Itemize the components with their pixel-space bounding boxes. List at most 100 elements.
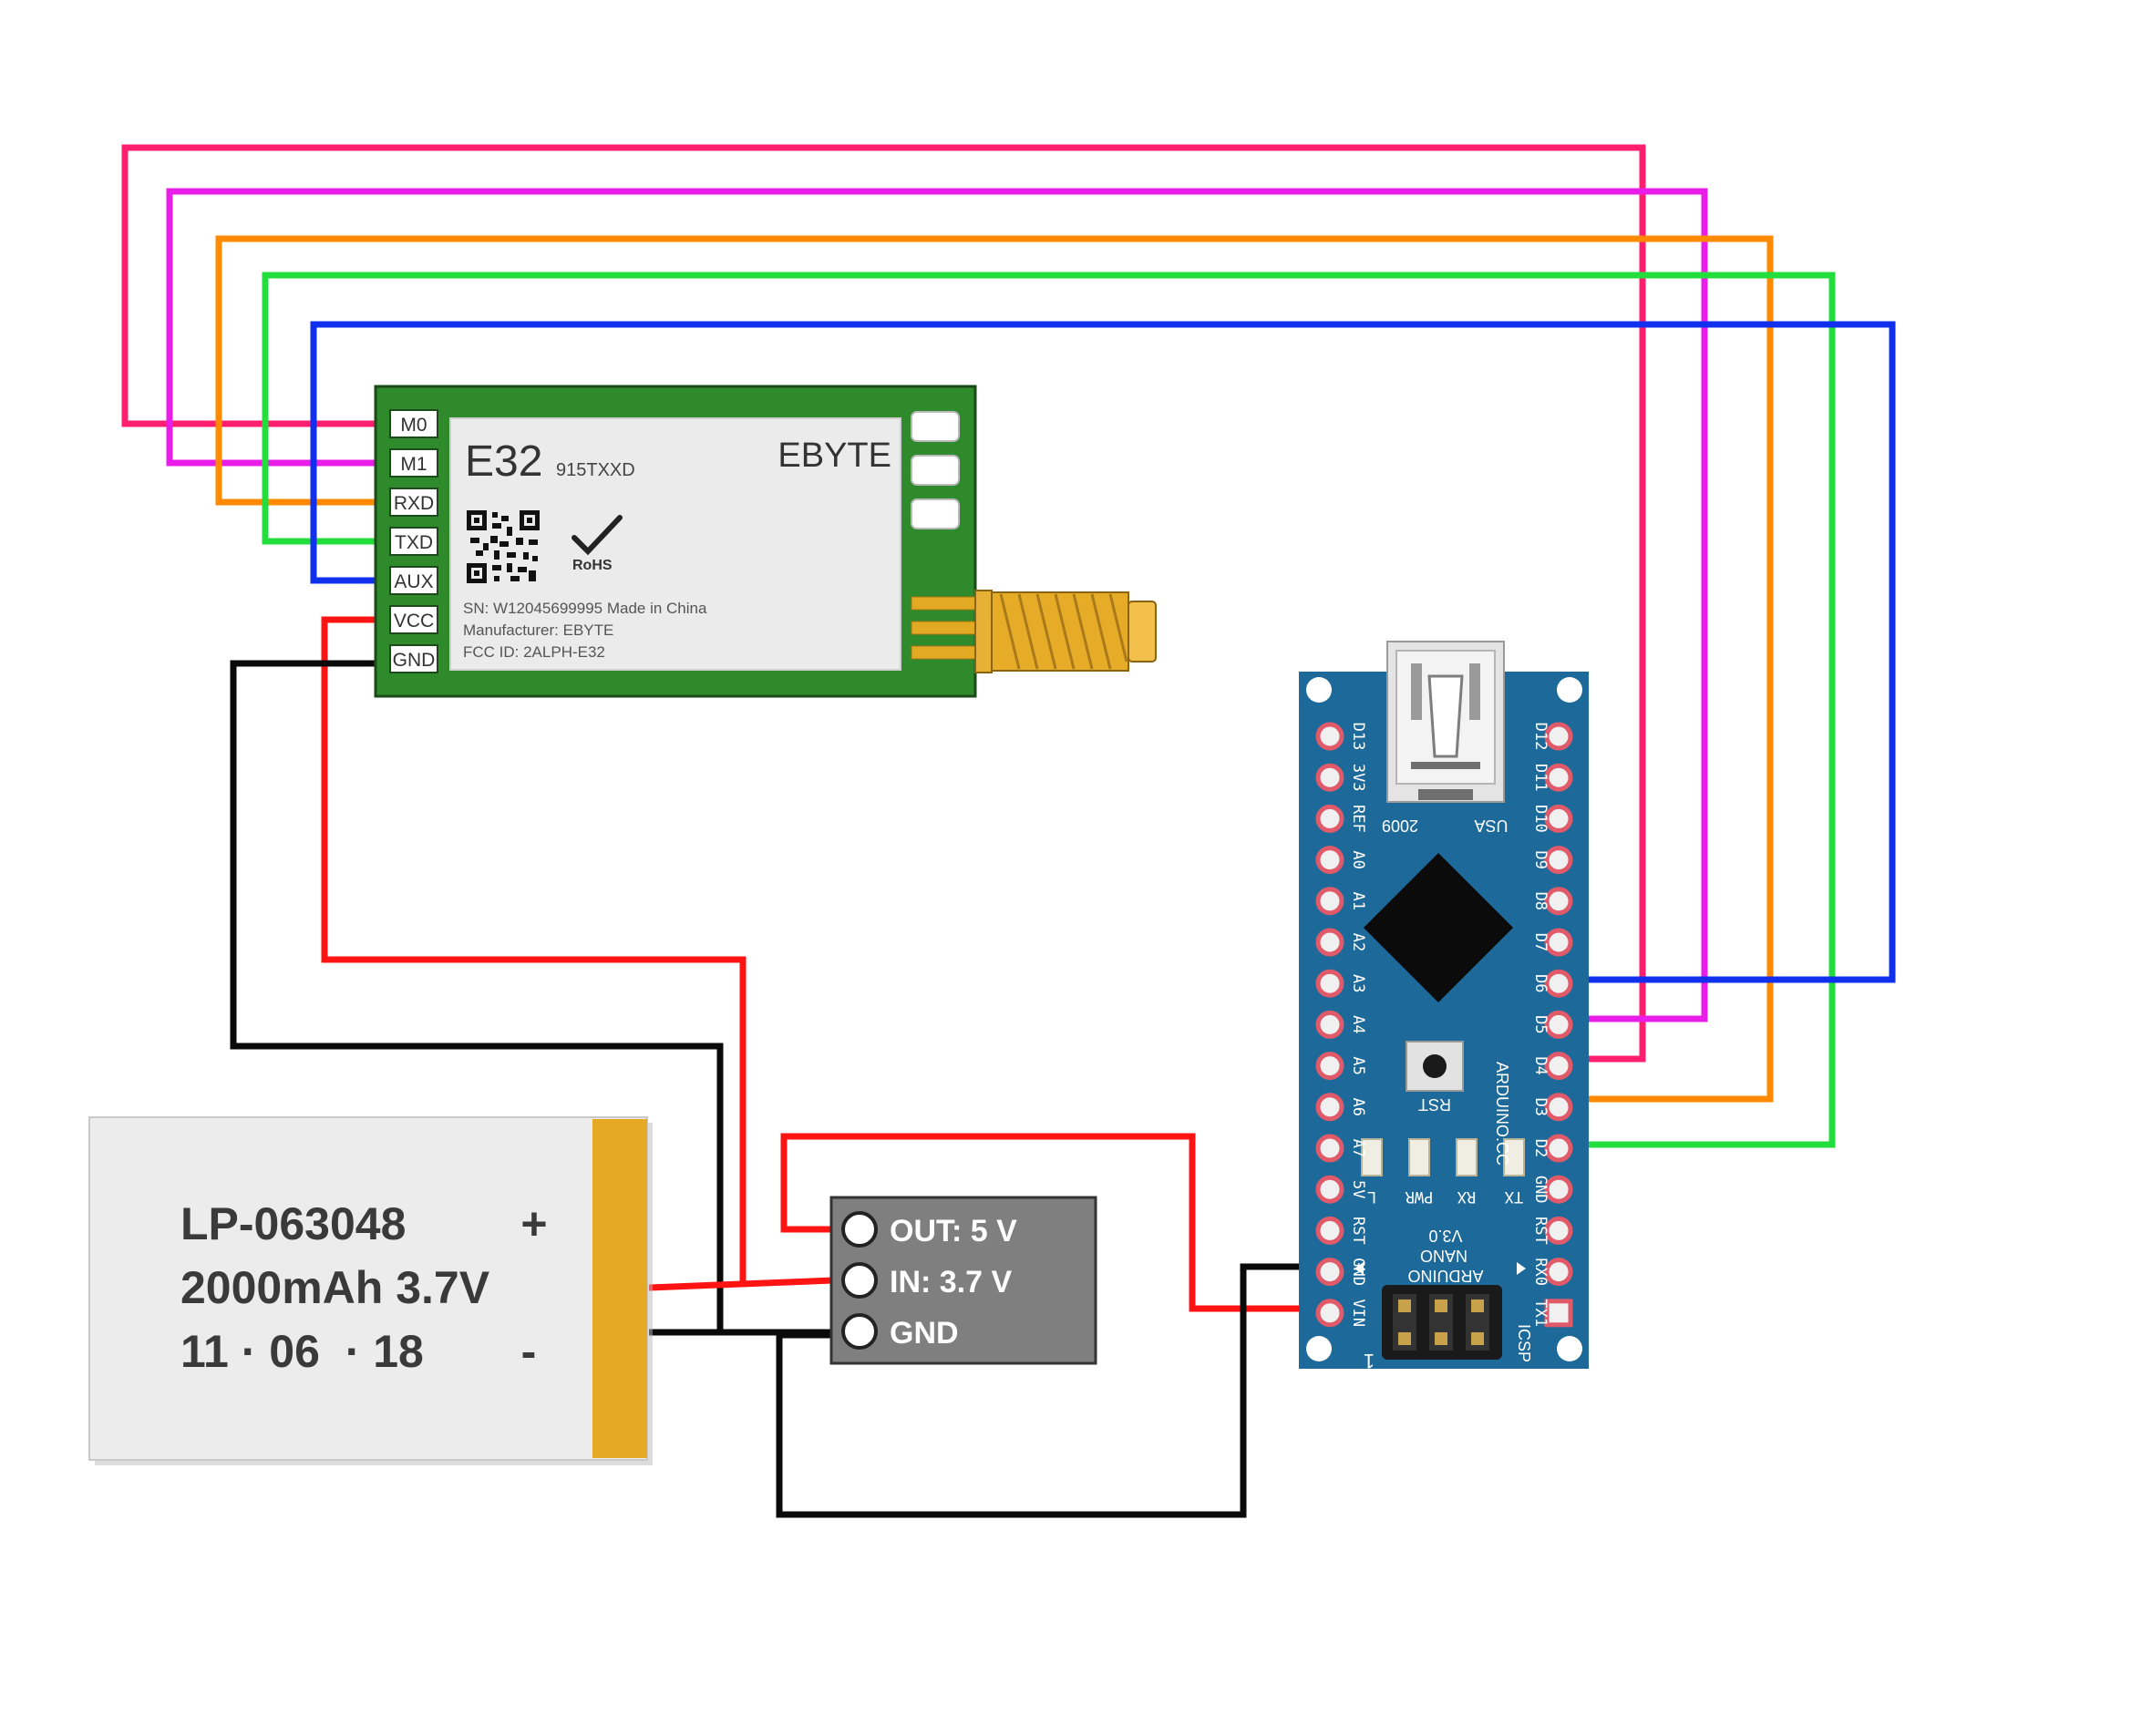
- silk-pin-label: D8: [1531, 892, 1550, 910]
- battery-minus-label: -: [521, 1326, 537, 1377]
- header-pin: [1544, 722, 1573, 751]
- wire-vcc-to-battery-plus: [321, 616, 747, 1285]
- header-pin: [1544, 1299, 1573, 1328]
- lora-pin-label: VCC: [394, 611, 434, 632]
- microcontroller-chip-icon: [1363, 852, 1514, 1003]
- qr-code-icon: [467, 510, 540, 583]
- nano-header-pins: D133V3REFA0A1A2A3A4A5A6A75VRSTGNDVIND12D…: [1315, 722, 1573, 1328]
- silk-pin-label: A2: [1349, 933, 1367, 951]
- silk-pin-label: A6: [1349, 1098, 1367, 1116]
- antenna-connector-icon: [974, 590, 1157, 673]
- silk-pin-label: RST: [1531, 1217, 1550, 1245]
- battery-spec: 2000mAh 3.7V: [180, 1262, 490, 1313]
- lora-pad: [911, 498, 960, 529]
- silk-pin-label: VIN: [1349, 1299, 1367, 1327]
- usb-connector-icon: [1386, 641, 1505, 803]
- silk-pin-label: D10: [1531, 805, 1550, 833]
- silk-pin-label: RX0: [1531, 1258, 1550, 1286]
- lora-pin-label: GND: [393, 650, 436, 671]
- lora-pin-box: [389, 566, 438, 595]
- silk-icsp: ICSP: [1515, 1324, 1533, 1362]
- header-pin: [1315, 1258, 1344, 1287]
- silk-board-line3: V3.0: [1428, 1227, 1462, 1245]
- silk-usa: USA: [1474, 817, 1508, 835]
- lora-pad: [911, 411, 960, 442]
- lora-pin-label: TXD: [395, 532, 433, 553]
- arrow-marker-icon: [1354, 1262, 1364, 1275]
- regulator-out-label: OUT: 5 V: [890, 1214, 1017, 1248]
- lora-manufacturer: Manufacturer: EBYTE: [463, 621, 613, 639]
- header-pin: [1544, 1134, 1573, 1163]
- silk-pin-label: A4: [1349, 1015, 1367, 1033]
- sma-pin: [911, 645, 978, 660]
- lora-pin-box: [389, 605, 438, 634]
- mounting-hole: [1306, 677, 1332, 703]
- wire-reg-gnd-to-nano-gnd: [776, 1263, 1299, 1518]
- header-pin: [1315, 969, 1344, 998]
- lora-pin-label: RXD: [394, 493, 434, 514]
- silk-pin-label: D3: [1531, 1098, 1550, 1116]
- header-pin: [1315, 846, 1344, 875]
- header-pin: [1315, 887, 1344, 916]
- battery-plus-label: +: [520, 1198, 547, 1249]
- wire-reg-out-to-vin: [780, 1133, 1299, 1312]
- status-led: [1361, 1138, 1383, 1176]
- header-pin: [1315, 928, 1344, 957]
- mounting-hole: [1557, 677, 1582, 703]
- silk-pin-label: D2: [1531, 1139, 1550, 1157]
- header-pin: [1315, 722, 1344, 751]
- mounting-hole: [1557, 1336, 1582, 1361]
- battery-date: 11 · 06 · 18: [180, 1326, 424, 1377]
- silk-pin-label: D9: [1531, 850, 1550, 868]
- lora-pin-label: AUX: [394, 571, 433, 592]
- header-pin: [1544, 1052, 1573, 1081]
- silk-pin-label: GND: [1531, 1176, 1550, 1204]
- silk-pin-label: D4: [1531, 1056, 1550, 1074]
- lora-brand: EBYTE: [778, 437, 891, 475]
- silk-pin-label: D11: [1531, 764, 1550, 792]
- silk-2009: 2009: [1382, 817, 1418, 835]
- sma-pin: [911, 621, 978, 635]
- boost-regulator: OUT: 5 V IN: 3.7 V GND: [829, 1196, 1097, 1365]
- silk-led-label: RX: [1457, 1187, 1476, 1206]
- lora-pin-box: [389, 448, 438, 478]
- silk-pin-label: 3V3: [1349, 764, 1367, 792]
- lora-variant: 915TXXD: [556, 460, 635, 480]
- checkmark-icon: [572, 515, 623, 556]
- silk-pin-label: A5: [1349, 1056, 1367, 1074]
- silk-pin-label: GND: [1349, 1258, 1367, 1286]
- header-pin: [1544, 763, 1573, 792]
- header-pin: [1315, 1175, 1344, 1204]
- silk-pin-label: D13: [1349, 723, 1367, 751]
- lora-serial: SN: W12045699995 Made in China: [463, 600, 707, 617]
- silk-board-line2: NANO: [1420, 1247, 1467, 1265]
- header-pin: [1544, 1175, 1573, 1204]
- regulator-in-label: IN: 3.7 V: [890, 1265, 1012, 1299]
- battery-model: LP-063048: [180, 1198, 406, 1249]
- silk-pin1: 1: [1364, 1350, 1375, 1372]
- silk-pin-label: D12: [1531, 723, 1550, 751]
- header-pin: [1544, 1010, 1573, 1039]
- sma-pin: [911, 596, 978, 611]
- silk-led-label: L: [1367, 1187, 1376, 1206]
- silk-pin-label: A1: [1349, 892, 1367, 910]
- silk-led-label: TX: [1504, 1187, 1523, 1206]
- silk-led-label: PWR: [1405, 1187, 1433, 1206]
- silk-rst-button: RST: [1418, 1095, 1451, 1114]
- wire-m1-d5: [166, 188, 1708, 1022]
- lora-model: E32: [465, 437, 542, 486]
- header-pin: [1315, 804, 1344, 833]
- silk-board-line1: ARDUINO: [1407, 1267, 1483, 1285]
- header-pin: [1544, 1258, 1573, 1287]
- reset-button[interactable]: [1406, 1041, 1464, 1092]
- silk-pin-label: D5: [1531, 1015, 1550, 1033]
- header-pin: [1315, 1299, 1344, 1328]
- status-led: [1503, 1138, 1525, 1176]
- silk-pin-label: REF: [1349, 805, 1367, 833]
- nano-led-group: L PWR RX TX: [1361, 1138, 1525, 1206]
- wire-rxd-d3: [215, 235, 1774, 1103]
- header-pin: [1544, 1093, 1573, 1122]
- wire-aux-d6: [310, 321, 1896, 983]
- silk-pin-label: D7: [1531, 933, 1550, 951]
